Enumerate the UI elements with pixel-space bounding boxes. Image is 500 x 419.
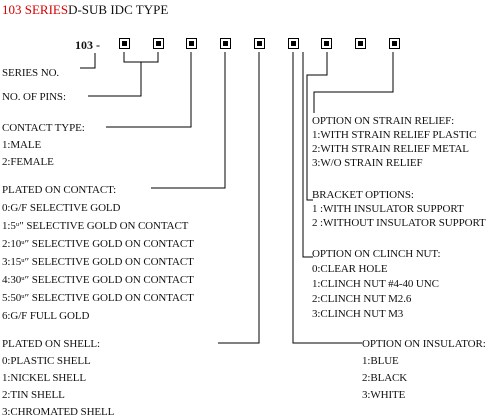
plated-contact-item: 5:50ᵘ″ SELECTIVE GOLD ON CONTACT [2, 292, 194, 304]
plated-shell-item: 1:NICKEL SHELL [2, 372, 87, 384]
contact-type-item: 1:MALE [2, 139, 42, 151]
plated-contact-item: 2:10ᵘ″ SELECTIVE GOLD ON CONTACT [2, 238, 194, 250]
contact-type-item: 2:FEMALE [2, 156, 54, 168]
series-title: 103 SERIES [2, 2, 69, 17]
part-code-prefix: 103 - [75, 38, 100, 52]
connector-series-no [80, 53, 96, 69]
clinch-nut-item: 3:CLINCH NUT M3 [312, 308, 404, 320]
connector-plated-shell [218, 52, 260, 344]
connector-contact-type [106, 52, 192, 128]
contact-type-heading: CONTACT TYPE: [2, 122, 85, 134]
clinch-nut-item: 0:CLEAR HOLE [312, 263, 388, 275]
insulator-item: 1:BLUE [362, 355, 399, 367]
type-title: D-SUB IDC TYPE [68, 2, 169, 17]
code-box-2 [153, 38, 164, 49]
bracket-item: 1 :WITH INSULATOR SUPPORT [312, 203, 464, 215]
code-box-5 [254, 38, 265, 49]
plated-shell-item: 2:TIN SHELL [2, 389, 65, 401]
series-no-label: SERIES NO. [2, 67, 60, 79]
clinch-nut-item: 1:CLINCH NUT #4-40 UNC [312, 278, 439, 290]
connector-no-of-pins-stem [88, 62, 142, 97]
code-box-1 [119, 38, 130, 49]
insulator-item: 3:WHITE [362, 389, 406, 401]
page-title: 103 SERIESD-SUB IDC TYPE [2, 2, 168, 17]
plated-shell-item: 0:PLASTIC SHELL [2, 355, 91, 367]
code-box-3 [186, 38, 197, 49]
bracket-heading: BRACKET OPTIONS: [312, 189, 414, 201]
strain-relief-item: 2:WITH STRAIN RELIEF METAL [312, 143, 469, 155]
code-box-7 [321, 38, 332, 49]
code-box-6 [288, 38, 299, 49]
no-of-pins-label: NO. OF PINS: [2, 91, 66, 103]
plated-contact-item: 3:15ᵘ″ SELECTIVE GOLD ON CONTACT [2, 256, 194, 268]
code-box-4 [220, 38, 231, 49]
connector-no-of-pins [123, 52, 159, 63]
strain-relief-item: 1:WITH STRAIN RELIEF PLASTIC [312, 129, 477, 141]
connector-bracket [306, 52, 328, 201]
bracket-item: 2 :WITHOUT INSULATOR SUPPORT [312, 217, 486, 229]
plated-contact-item: 6:G/F FULL GOLD [2, 310, 90, 322]
plated-contact-item: 0:G/F SELECTIVE GOLD [2, 202, 121, 214]
strain-relief-heading: OPTION ON STRAIN RELIEF: [312, 115, 455, 127]
strain-relief-item: 3:W/O STRAIN RELIEF [312, 157, 423, 169]
code-box-9 [389, 38, 400, 49]
connector-insulator [292, 52, 362, 344]
plated-contact-item: 4:30ᵘ″ SELECTIVE GOLD ON CONTACT [2, 274, 194, 286]
plated-contact-item: 1:5ᵘ″ SELECTIVE GOLD ON CONTACT [2, 220, 189, 232]
plated-shell-heading: PLATED ON SHELL: [2, 338, 101, 350]
connector-plated-contact [151, 52, 226, 189]
clinch-nut-item: 2:CLINCH NUT M2.6 [312, 293, 412, 305]
clinch-nut-heading: OPTION ON CLINCH NUT: [312, 248, 441, 260]
plated-contact-heading: PLATED ON CONTACT: [2, 184, 117, 196]
connector-clinch-nut [302, 52, 313, 258]
insulator-heading: OPTION ON INSULATOR: [362, 338, 486, 350]
connector-strain-relief [313, 52, 394, 113]
insulator-item: 2:BLACK [362, 372, 408, 384]
code-box-8 [355, 38, 366, 49]
plated-shell-item: 3:CHROMATED SHELL [2, 406, 115, 418]
